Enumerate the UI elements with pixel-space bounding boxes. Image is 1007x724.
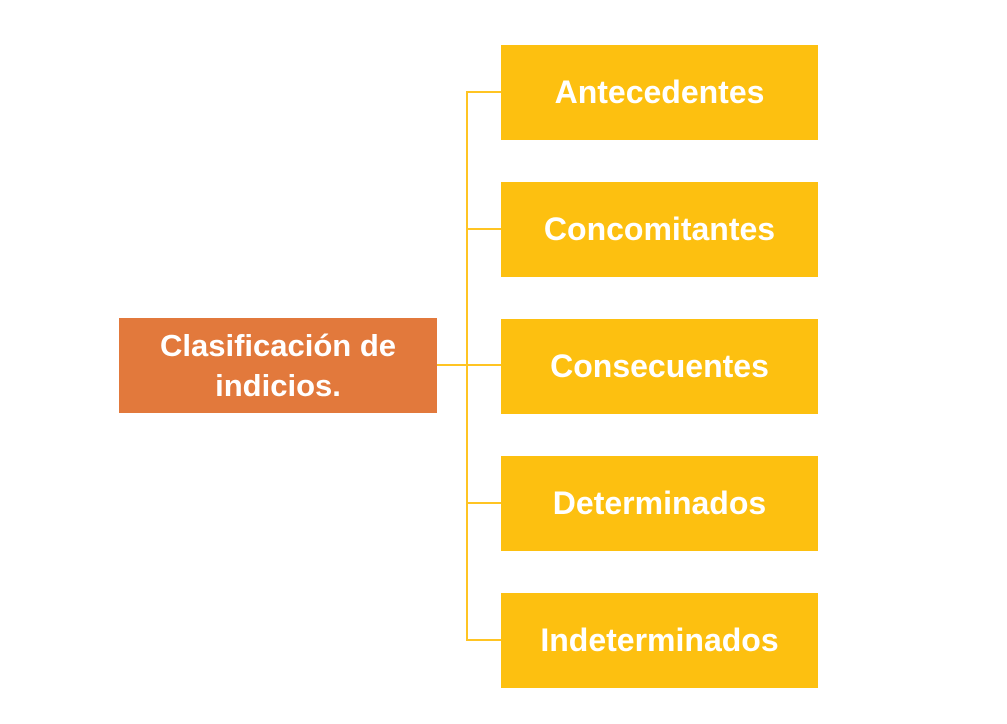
- connector-child-indeterminados: [466, 639, 501, 641]
- child-node-label: Indeterminados: [540, 622, 779, 658]
- child-node-determinados: Determinados: [501, 456, 818, 551]
- connector-child-consecuentes: [466, 364, 501, 366]
- connector-child-concomitantes: [466, 228, 501, 230]
- child-node-antecedentes: Antecedentes: [501, 45, 818, 140]
- child-node-concomitantes: Concomitantes: [501, 182, 818, 277]
- root-node-clasificacion-de-indicios: Clasificación de indicios.: [119, 318, 437, 413]
- connector-trunk: [466, 92, 468, 641]
- child-node-indeterminados: Indeterminados: [501, 593, 818, 688]
- root-node-label: Clasificación de indicios.: [159, 327, 397, 403]
- child-node-consecuentes: Consecuentes: [501, 319, 818, 414]
- connector-child-determinados: [466, 502, 501, 504]
- child-node-label: Concomitantes: [543, 211, 776, 247]
- child-node-label: Determinados: [552, 485, 767, 521]
- child-node-label: Consecuentes: [550, 348, 769, 384]
- connector-child-antecedentes: [466, 91, 501, 93]
- child-node-label: Antecedentes: [554, 74, 765, 110]
